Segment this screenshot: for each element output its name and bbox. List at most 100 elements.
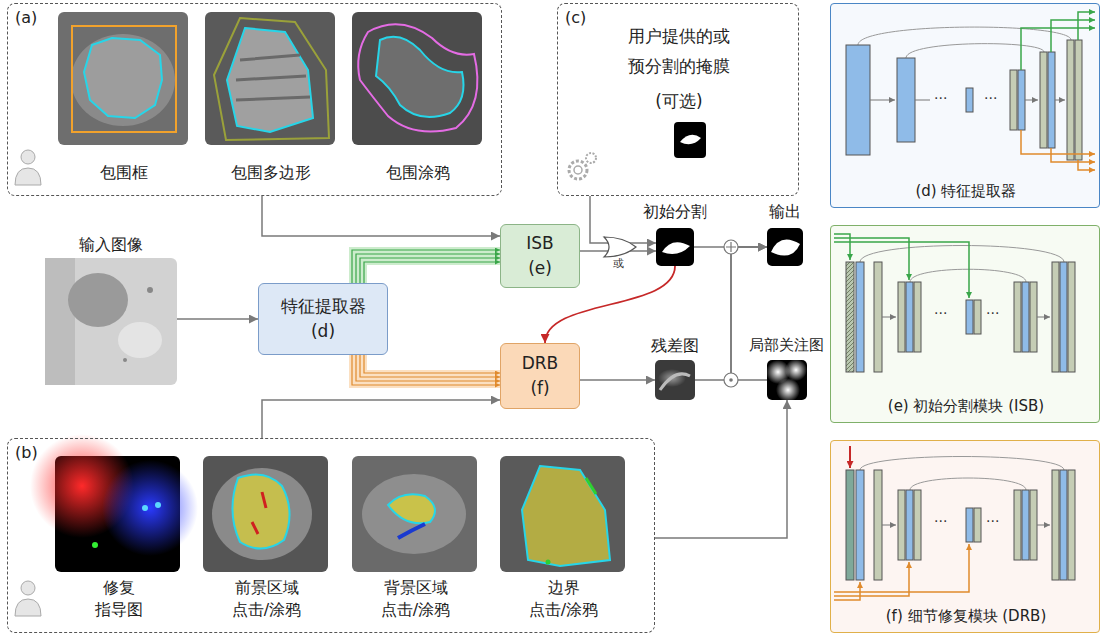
svg-rect bbox=[966, 300, 973, 334]
svg-path bbox=[1021, 28, 1095, 70]
node-title: (c) bbox=[565, 8, 605, 29]
image-tile: 局部关注图 bbox=[745, 336, 827, 402]
svg-rect bbox=[1048, 52, 1055, 148]
connector-line bbox=[364, 355, 500, 373]
connector bbox=[352, 250, 500, 283]
svg-circle bbox=[123, 358, 127, 362]
svg-rect bbox=[856, 470, 864, 580]
mask-panel: (c)用户提供的或 预分割的掩膜(可选) bbox=[557, 3, 799, 196]
svg-rect bbox=[1052, 470, 1059, 580]
svg-path bbox=[860, 246, 1064, 263]
svg-ellipse bbox=[212, 468, 312, 560]
svg-rect bbox=[1030, 282, 1037, 352]
initial-mask-image bbox=[656, 228, 694, 266]
node-title: 输出 bbox=[760, 202, 810, 223]
process-box: ISB(e) bbox=[500, 224, 580, 288]
connector-line bbox=[262, 400, 500, 438]
node-title: (a) bbox=[15, 8, 55, 29]
node-title: 特征提取器 bbox=[281, 294, 366, 319]
svg-path bbox=[522, 466, 610, 566]
svg-path bbox=[910, 269, 1026, 282]
svg-path bbox=[1051, 20, 1095, 52]
svg-rect bbox=[914, 490, 921, 560]
node-title: 修复 指导图 bbox=[94, 577, 144, 622]
svg-path bbox=[15, 168, 41, 185]
multiply-symbol bbox=[724, 373, 738, 387]
svg-rect bbox=[655, 360, 695, 400]
svg-path bbox=[388, 494, 435, 523]
node-title: 局部关注图 bbox=[745, 336, 827, 356]
example-tile: 包围框 bbox=[59, 13, 189, 193]
svg-ellipse bbox=[71, 34, 175, 126]
node-title: (d) 特征提取器 bbox=[831, 182, 1101, 202]
auto-icon bbox=[569, 153, 596, 179]
svg-rect bbox=[1068, 262, 1075, 372]
connector bbox=[655, 400, 787, 538]
svg-rect bbox=[674, 122, 706, 158]
detail-refinement-network bbox=[834, 446, 1075, 600]
connector-line bbox=[731, 247, 767, 380]
svg-ellipse bbox=[68, 273, 128, 327]
ellipsis-label: ··· bbox=[984, 90, 997, 107]
node-text: (d) bbox=[311, 319, 335, 344]
svg-path bbox=[834, 562, 909, 596]
svg-rect bbox=[874, 470, 882, 580]
svg-path bbox=[882, 525, 896, 526]
boundary-click-image bbox=[500, 456, 625, 572]
node-title: 前景区域 点击/涂鸦 bbox=[231, 577, 303, 622]
svg-rect bbox=[966, 508, 973, 542]
image-tile: 初始分割 bbox=[640, 202, 710, 268]
svg-path bbox=[84, 38, 162, 118]
svg-rect bbox=[1040, 52, 1047, 148]
svg-rect bbox=[974, 508, 981, 542]
svg-path bbox=[906, 44, 1044, 58]
svg-path bbox=[860, 457, 1064, 471]
ellipsis-label: ··· bbox=[934, 90, 947, 107]
node-title: ISB bbox=[526, 231, 553, 256]
svg-path bbox=[1021, 130, 1095, 154]
svg-path bbox=[15, 599, 41, 616]
svg-path bbox=[398, 524, 425, 538]
svg-path bbox=[849, 446, 851, 468]
svg-rect bbox=[846, 470, 854, 580]
svg-rect bbox=[898, 490, 905, 560]
svg-rect bbox=[656, 228, 694, 266]
svg-rect bbox=[1030, 490, 1037, 560]
guidance-map-image bbox=[30, 434, 198, 572]
svg-circle bbox=[776, 378, 800, 402]
svg-circle bbox=[546, 560, 551, 565]
svg-path bbox=[604, 237, 636, 257]
node-text: (f) bbox=[530, 376, 549, 401]
svg-path bbox=[1037, 317, 1050, 318]
svg-ellipse bbox=[118, 322, 162, 358]
svg-path bbox=[376, 37, 464, 117]
example-tile: 前景区域 点击/涂鸦 bbox=[204, 457, 329, 632]
node-title: 包围多边形 bbox=[206, 163, 336, 184]
svg-rect bbox=[856, 262, 864, 372]
svg-path bbox=[586, 478, 596, 494]
svg-rect bbox=[830, 225, 1100, 423]
svg-path bbox=[1051, 148, 1095, 162]
connector-line bbox=[695, 247, 767, 380]
bounding-polygon-image bbox=[205, 12, 335, 145]
svg-circle bbox=[102, 460, 198, 556]
output-mask-image bbox=[767, 228, 803, 266]
foreground-click-image bbox=[203, 456, 328, 572]
bounding-box-image bbox=[58, 12, 188, 145]
svg-path bbox=[252, 492, 266, 534]
svg-path bbox=[236, 55, 310, 100]
svg-rect bbox=[1014, 490, 1021, 560]
svg-rect bbox=[898, 282, 905, 352]
svg-circle bbox=[724, 373, 738, 387]
bounding-scribble-image bbox=[352, 12, 482, 145]
svg-rect bbox=[1060, 262, 1067, 372]
ellipsis-label: ··· bbox=[934, 513, 947, 530]
image-tile: 输出 bbox=[760, 202, 810, 268]
svg-path bbox=[870, 100, 895, 101]
connector-line bbox=[177, 318, 258, 320]
example-tile: 边界 点击/涂鸦 bbox=[501, 457, 626, 632]
svg-circle bbox=[21, 150, 35, 164]
svg-rect bbox=[1060, 470, 1067, 580]
module-panel: (f) 细节修复模块 (DRB) bbox=[830, 440, 1100, 633]
node-title: 包围涂鸦 bbox=[353, 163, 483, 184]
